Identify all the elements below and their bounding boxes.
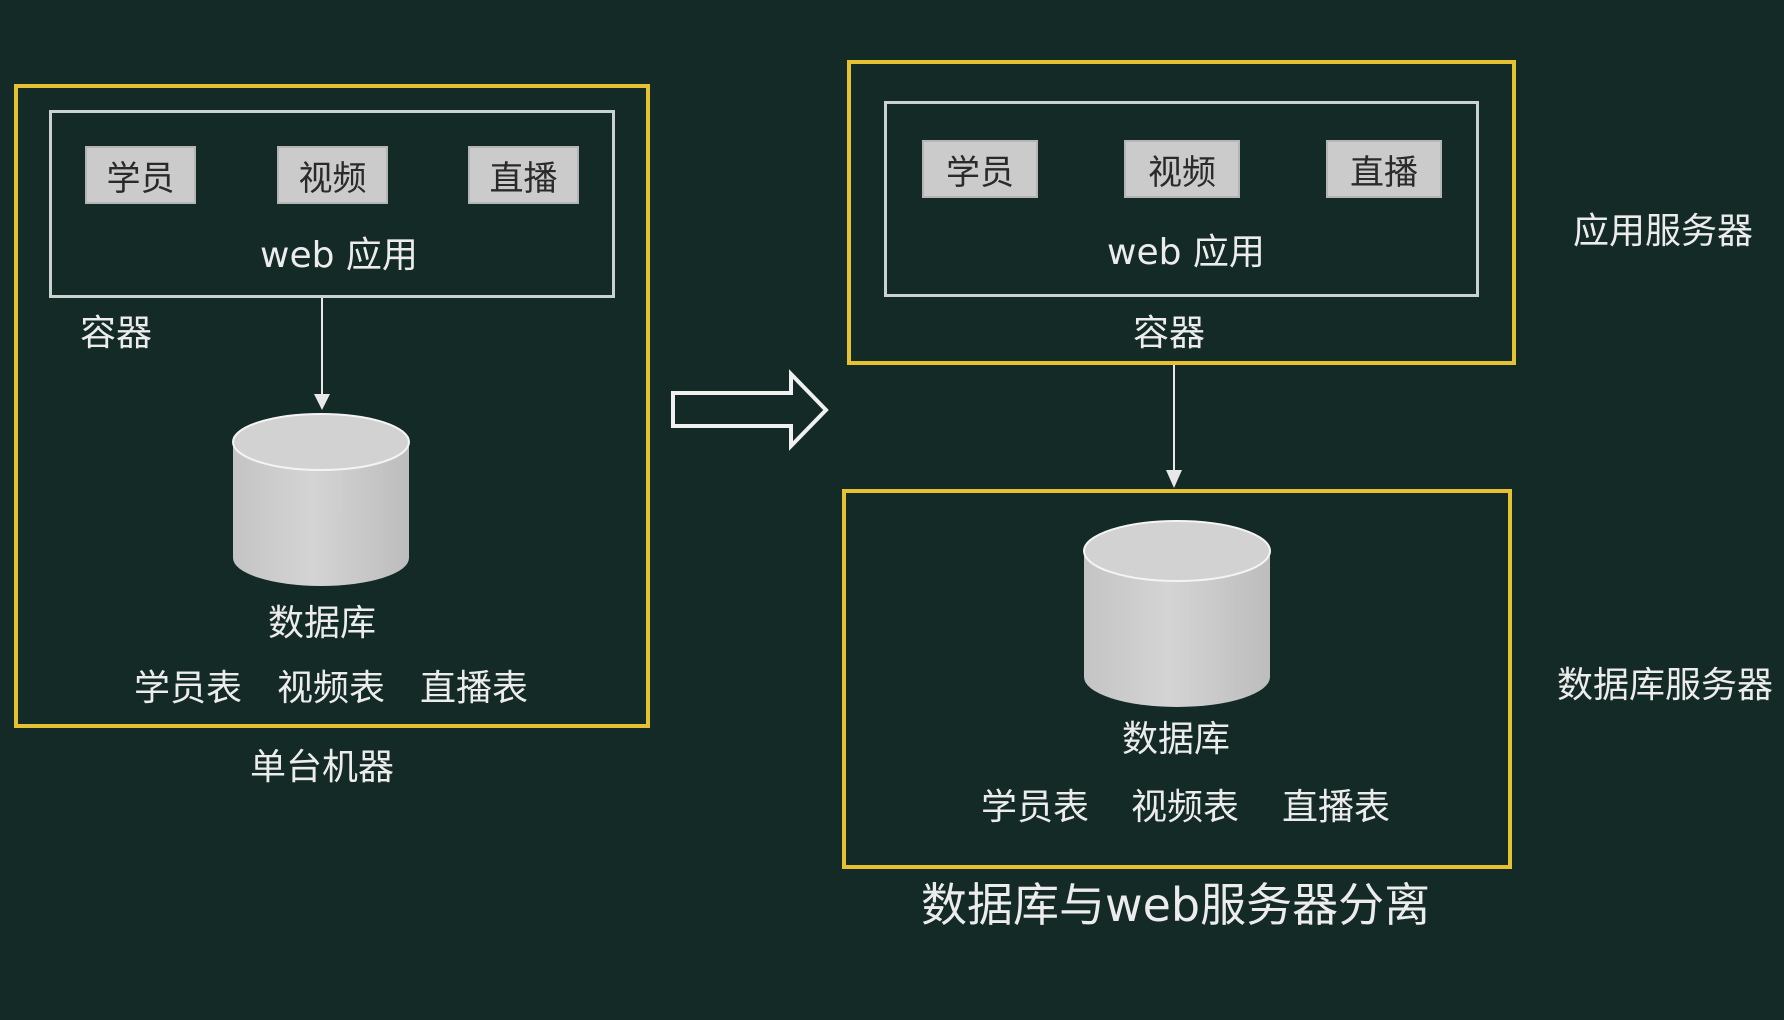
right-module-student: 学员 (922, 140, 1038, 198)
db-server-frame (842, 489, 1512, 869)
left-table-student: 学员表 (134, 668, 243, 709)
right-table-student: 学员表 (981, 787, 1090, 828)
left-container-label: 容器 (80, 313, 153, 354)
left-table-live: 直播表 (420, 668, 529, 709)
left-container-frame (49, 110, 615, 298)
right-table-live: 直播表 (1282, 787, 1391, 828)
db-server-side-label: 数据库服务器 (1557, 665, 1774, 706)
right-table-video: 视频表 (1131, 787, 1240, 828)
right-container-label: 容器 (1133, 313, 1206, 354)
left-table-video: 视频表 (277, 668, 386, 709)
right-db-label: 数据库 (1122, 719, 1231, 760)
single-machine-frame (14, 84, 650, 728)
left-web-app-label: web 应用 (260, 235, 418, 276)
separation-caption: 数据库与web服务器分离 (921, 878, 1431, 932)
right-web-app-label: web 应用 (1107, 232, 1265, 273)
left-db-label: 数据库 (268, 603, 377, 644)
left-module-student: 学员 (85, 146, 196, 204)
right-module-video: 视频 (1124, 140, 1240, 198)
left-down-arrow (314, 298, 330, 410)
right-module-live: 直播 (1326, 140, 1442, 198)
app-server-side-label: 应用服务器 (1573, 211, 1754, 252)
left-module-video: 视频 (277, 146, 388, 204)
right-container-frame (884, 101, 1479, 297)
single-machine-caption: 单台机器 (250, 747, 395, 788)
right-database-cylinder-icon (1083, 520, 1271, 707)
right-down-arrow (1166, 365, 1182, 488)
left-module-live: 直播 (468, 146, 579, 204)
app-server-frame (847, 60, 1516, 365)
left-database-cylinder-icon (232, 413, 410, 586)
transition-arrow-icon (671, 369, 829, 451)
